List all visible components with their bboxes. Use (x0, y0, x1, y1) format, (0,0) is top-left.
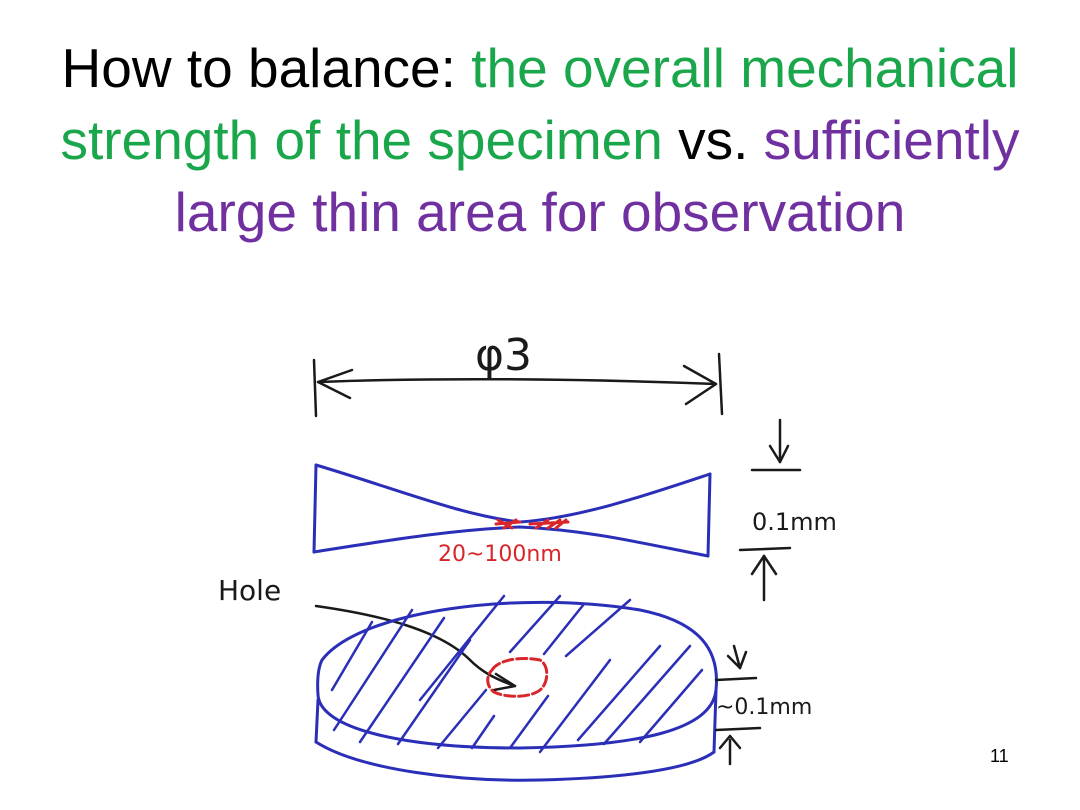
thin-region-label: 20~100nm (438, 542, 562, 567)
disk-hatching (330, 594, 704, 754)
disk-thickness-dimension (714, 644, 762, 766)
slide-title: How to balance: the overall mechanical s… (40, 32, 1040, 248)
disk-thickness-label: ~0.1mm (716, 695, 812, 720)
title-area-phrase: sufficiently large thin area for observa… (174, 109, 1020, 243)
page-number: 11 (990, 746, 1009, 766)
title-lead: How to balance: (61, 37, 456, 99)
thickness-dimension (738, 418, 802, 602)
specimen-disk (314, 600, 718, 782)
diameter-dimension (312, 352, 724, 418)
title-strength-phrase: the overall mechanical strength of the s… (60, 37, 1019, 171)
diameter-label: φ3 (475, 330, 532, 381)
thin-region-marker (494, 518, 570, 530)
hole-leader (314, 604, 517, 692)
title-connector: vs. (678, 109, 749, 171)
thickness-label: 0.1mm (752, 508, 837, 536)
hole-label: Hole (218, 574, 281, 607)
hole-outline (486, 656, 549, 698)
